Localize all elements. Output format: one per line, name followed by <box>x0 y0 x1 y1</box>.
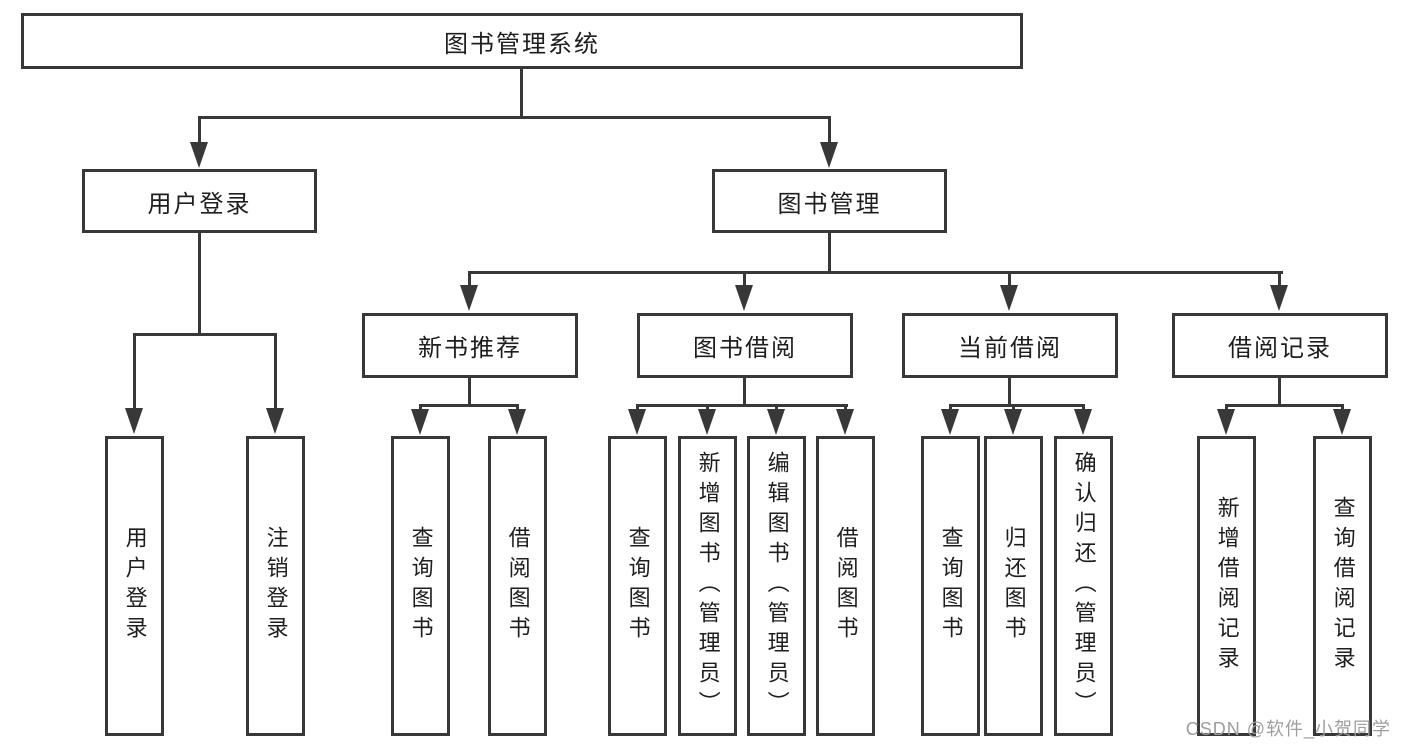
arrow-to-bb-edit <box>767 409 785 435</box>
arrow-to-book-management <box>820 142 838 168</box>
connector-root-right-shaft <box>828 118 831 144</box>
leaf-logout-login-label: 注销登录 <box>263 526 289 646</box>
connector-current-crossbar <box>949 404 1085 407</box>
leaf-edit-books-admin-label: 编辑图书（管理员） <box>764 451 790 721</box>
leaf-query-borrow-record: 查询借阅记录 <box>1313 436 1372 736</box>
arrow-to-cb-confirm <box>1074 409 1092 435</box>
arrow-to-br-add <box>1217 409 1235 435</box>
node-library-system-label: 图书管理系统 <box>444 30 600 58</box>
arrow-to-borrow-record <box>1270 285 1288 311</box>
arrow-to-nr-query <box>411 409 429 435</box>
node-book-borrowing: 图书借阅 <box>637 313 853 378</box>
node-new-book-recommend-label: 新书推荐 <box>418 335 522 362</box>
connector-book-mgmt-stem <box>828 233 831 274</box>
leaf-confirm-return-admin-label: 确认归还（管理员） <box>1071 451 1097 721</box>
leaf-query-borrow-record-label: 查询借阅记录 <box>1330 496 1356 676</box>
node-book-management-label: 图书管理 <box>777 190 882 218</box>
leaf-borrow-books-borrowing: 借阅图书 <box>816 436 875 736</box>
arrow-to-book-borrow <box>735 285 753 311</box>
arrow-to-bb-query <box>628 409 646 435</box>
connector-book-mgmt-shaft-3 <box>1008 274 1011 287</box>
arrow-to-leaf-user-login <box>125 408 143 434</box>
arrow-to-nr-borrow <box>508 409 526 435</box>
connector-records-stem <box>1278 378 1281 407</box>
arrow-to-user-login <box>190 142 208 168</box>
leaf-return-books: 归还图书 <box>984 436 1043 736</box>
node-new-book-recommend: 新书推荐 <box>362 313 578 378</box>
node-borrowing-records-label: 借阅记录 <box>1228 335 1332 362</box>
connector-new-book-crossbar <box>419 404 519 407</box>
node-library-system: 图书管理系统 <box>21 13 1023 69</box>
leaf-query-books-borrowing-label: 查询图书 <box>625 526 651 646</box>
csdn-watermark: CSDN @软件_小贺同学 <box>1185 719 1391 739</box>
leaf-borrow-books-borrowing-label: 借阅图书 <box>833 526 859 646</box>
connector-user-login-stem <box>198 233 201 336</box>
arrow-to-bb-add <box>698 409 716 435</box>
leaf-query-books-current-label: 查询图书 <box>938 526 964 646</box>
leaf-logout-login: 注销登录 <box>246 436 305 736</box>
connector-root-stem <box>520 69 523 118</box>
leaf-user-login-label: 用户登录 <box>122 526 148 646</box>
leaf-confirm-return-admin: 确认归还（管理员） <box>1054 436 1113 736</box>
connector-records-crossbar <box>1225 404 1344 407</box>
connector-current-stem <box>1008 378 1011 407</box>
leaf-edit-books-admin: 编辑图书（管理员） <box>747 436 806 736</box>
arrow-to-current-borrow <box>1000 285 1018 311</box>
leaf-add-borrow-record: 新增借阅记录 <box>1197 436 1256 736</box>
leaf-borrow-books-recommend: 借阅图书 <box>488 436 547 736</box>
node-borrowing-records: 借阅记录 <box>1172 313 1388 378</box>
leaf-query-books-borrowing: 查询图书 <box>608 436 667 736</box>
arrow-to-br-query <box>1333 409 1351 435</box>
node-current-borrowing: 当前借阅 <box>902 313 1118 378</box>
leaf-user-login: 用户登录 <box>105 436 164 736</box>
leaf-add-borrow-record-label: 新增借阅记录 <box>1214 496 1240 676</box>
arrow-to-cb-query <box>941 409 959 435</box>
arrow-to-bb-borrow <box>836 409 854 435</box>
connector-book-mgmt-shaft-1 <box>468 274 471 287</box>
arrow-to-cb-return <box>1004 409 1022 435</box>
connector-book-mgmt-crossbar <box>468 271 1283 274</box>
connector-user-login-crossbar <box>133 333 277 336</box>
connector-borrowing-crossbar <box>636 404 848 407</box>
leaf-query-books-current: 查询图书 <box>921 436 980 736</box>
leaf-return-books-label: 归还图书 <box>1001 526 1027 646</box>
node-book-borrowing-label: 图书借阅 <box>693 335 797 362</box>
connector-user-login-shaft-1 <box>133 336 136 410</box>
leaf-query-books-recommend-label: 查询图书 <box>408 526 434 646</box>
leaf-add-books-admin-label: 新增图书（管理员） <box>695 451 721 721</box>
connector-user-login-shaft-2 <box>274 336 277 410</box>
leaf-add-books-admin: 新增图书（管理员） <box>678 436 737 736</box>
connector-root-crossbar <box>198 116 831 119</box>
arrow-to-new-book <box>460 285 478 311</box>
leaf-query-books-recommend: 查询图书 <box>391 436 450 736</box>
leaf-borrow-books-recommend-label: 借阅图书 <box>505 526 531 646</box>
arrow-to-leaf-logout <box>266 408 284 434</box>
connector-root-left-shaft <box>198 118 201 144</box>
node-user-login-label: 用户登录 <box>147 190 252 218</box>
node-user-login: 用户登录 <box>82 169 317 233</box>
connector-new-book-stem <box>468 378 471 407</box>
node-current-borrowing-label: 当前借阅 <box>958 335 1062 362</box>
connector-book-mgmt-shaft-2 <box>743 274 746 287</box>
connector-borrowing-stem <box>743 378 746 407</box>
node-book-management: 图书管理 <box>712 169 947 233</box>
connector-book-mgmt-shaft-4 <box>1278 274 1281 287</box>
